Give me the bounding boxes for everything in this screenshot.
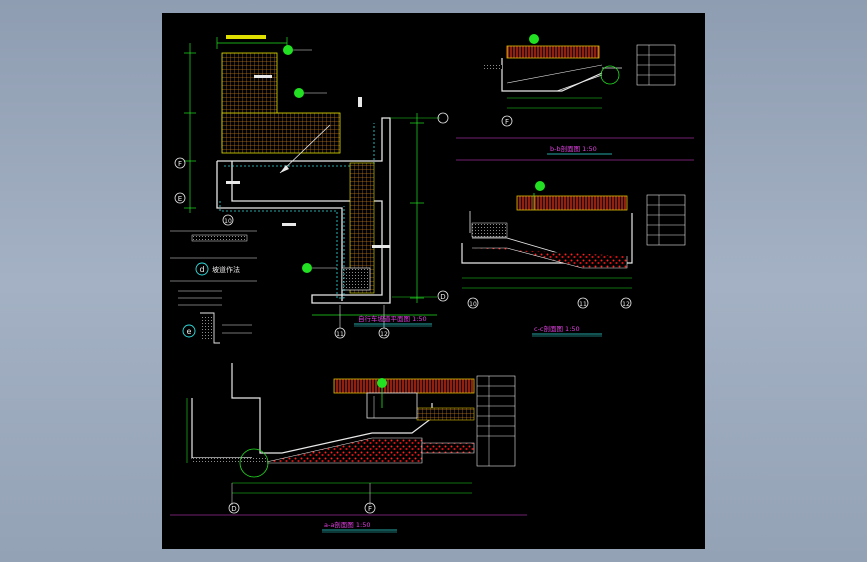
svg-text:F: F [178, 160, 182, 168]
svg-text:10: 10 [469, 301, 477, 308]
svg-text:10: 10 [224, 218, 232, 225]
axis-marker-D2: D [228, 502, 240, 514]
axis-marker-E: E [174, 192, 186, 204]
svg-text:E: E [178, 195, 182, 203]
svg-text:11: 11 [336, 331, 344, 338]
axis-marker-12: 12 [378, 327, 390, 339]
detail-d: d 坡道作法 [170, 230, 257, 282]
svg-text:d: d [199, 265, 204, 274]
svg-text:坡道作法: 坡道作法 [212, 265, 240, 274]
axis-marker-F: F [174, 157, 186, 169]
section-c-c: 10 11 12 c-c剖面图 1:50 [461, 181, 686, 337]
axis-marker-F3: F [364, 502, 376, 514]
section-c-title: c-c剖面图 1:50 [534, 324, 580, 333]
svg-text:e: e [187, 327, 192, 336]
svg-text:F: F [505, 118, 509, 126]
axis-marker-11: 11 [334, 327, 346, 339]
svg-text:12: 12 [622, 301, 630, 308]
cad-drawing-canvas: F E D 10 11 12 自行车坡道平面图 1:50 [170, 34, 694, 533]
detail-e: e [178, 290, 252, 344]
svg-text:12: 12 [380, 331, 388, 338]
plan-view: F E D 10 11 12 自行车坡道平面图 1:50 [174, 35, 449, 339]
svg-text:11: 11 [579, 301, 587, 308]
section-a-a: D F a-a剖面图 1:50 [170, 363, 527, 533]
axis-marker-10: 10 [222, 214, 234, 226]
cad-drawing-sheet: F E D 10 11 12 自行车坡道平面图 1:50 [162, 13, 705, 549]
svg-text:D: D [231, 505, 236, 513]
plan-title: 自行车坡道平面图 1:50 [358, 314, 427, 323]
svg-text:D: D [440, 293, 445, 301]
svg-text:F: F [368, 505, 372, 513]
axis-marker-D: D [437, 290, 449, 302]
section-b-b: F b-b剖面图 1:50 [456, 34, 694, 161]
section-a-title: a-a剖面图 1:50 [324, 520, 370, 529]
section-b-title: b-b剖面图 1:50 [550, 144, 597, 153]
axis-marker-F2: F [501, 115, 513, 127]
